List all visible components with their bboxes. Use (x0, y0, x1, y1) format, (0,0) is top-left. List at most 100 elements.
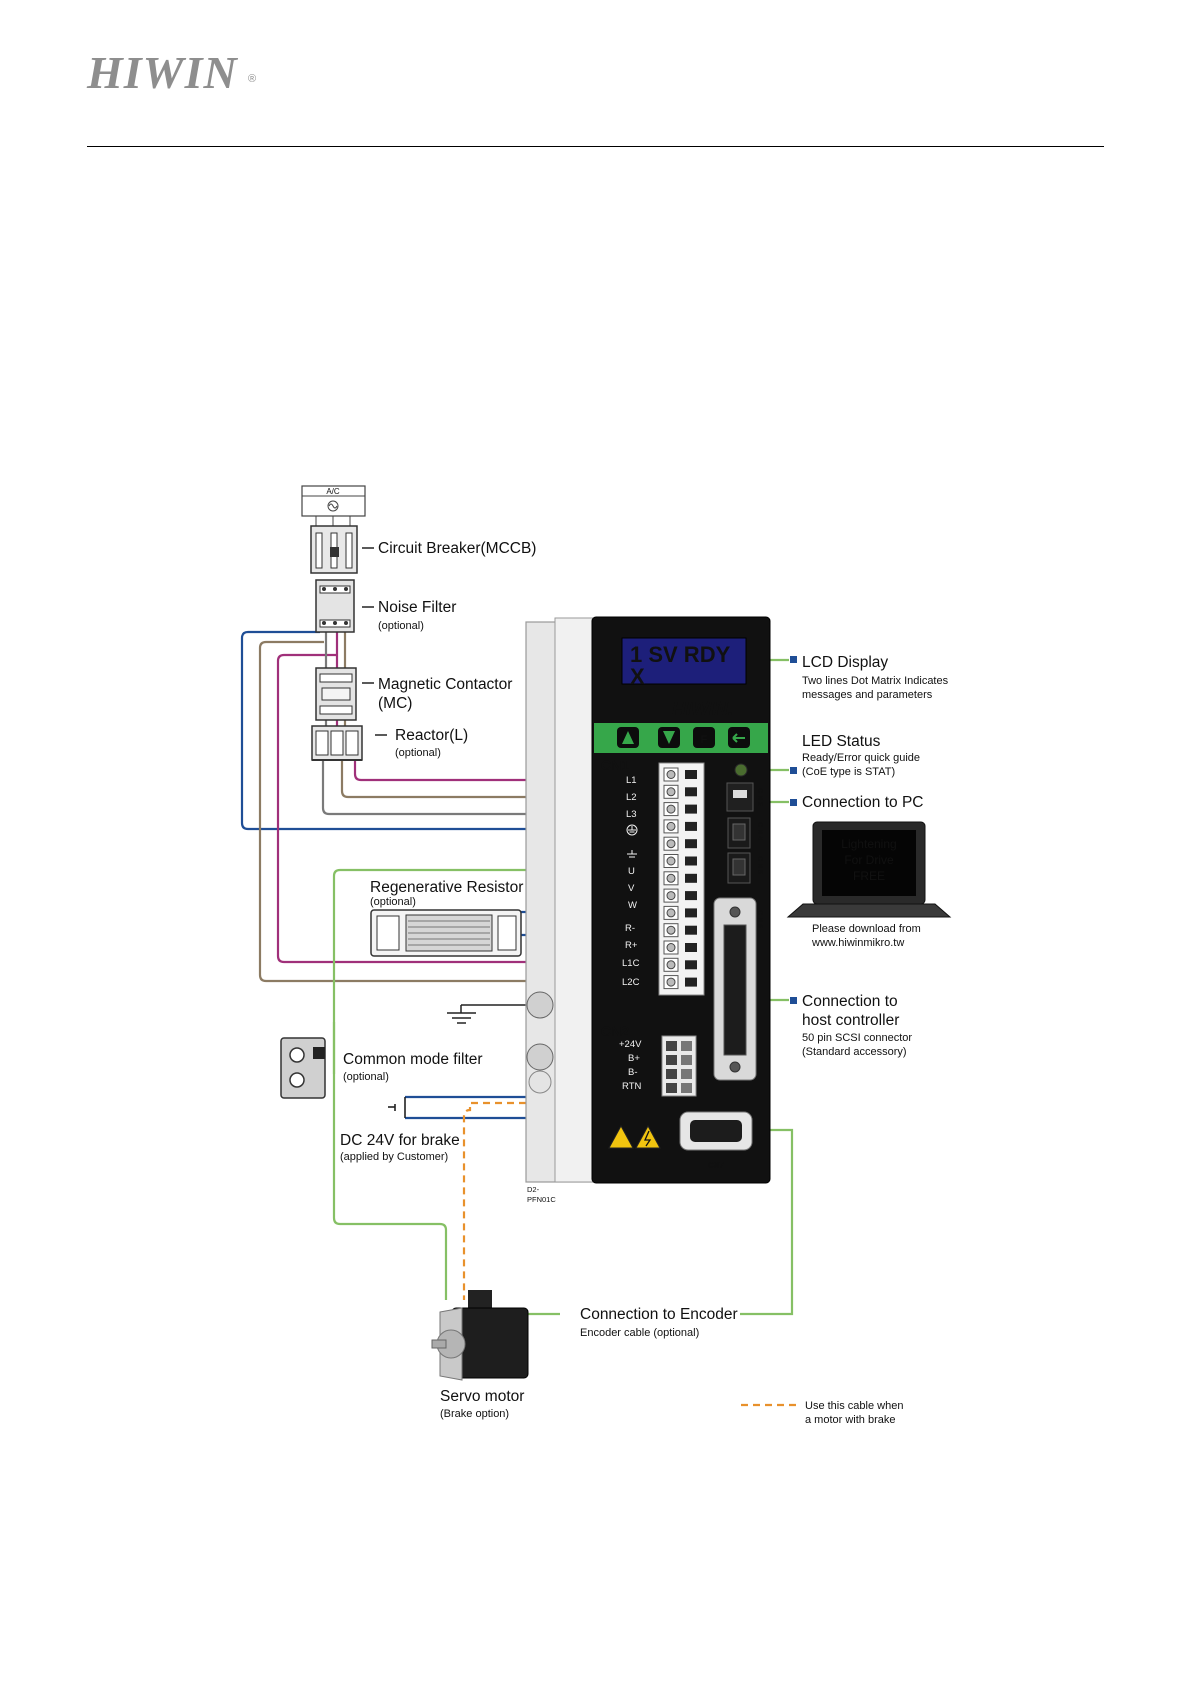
label-led-sub-2: (CoE type is STAT) (802, 766, 895, 778)
lcd-line-1: 1 SV RDY (630, 642, 731, 667)
cn2-hole (666, 1069, 677, 1079)
pin-rtn: RTN (622, 1081, 641, 1092)
label-regen-sub: (optional) (370, 896, 416, 908)
label-host-sub-1: 50 pin SCSI connector (802, 1032, 912, 1044)
cn1-screw (666, 787, 676, 797)
noise-filter-icon (315, 579, 355, 633)
reactor-icon (311, 725, 363, 761)
led-status-indicator (734, 763, 748, 777)
common-mode-filter-icon (280, 1037, 326, 1099)
cn1-wire-hole (685, 856, 697, 866)
label-noise-filter: Noise Filter (378, 599, 456, 616)
cn1-wire-hole (685, 925, 697, 935)
wire-l3 (321, 755, 612, 816)
pin-l2: L2 (626, 792, 637, 803)
regenerative-resistor-icon (370, 909, 522, 957)
ground-icon (447, 1004, 532, 1024)
pin-w: W (628, 900, 637, 911)
ac-source: A/C (301, 485, 366, 527)
cn1-wire-hole (685, 821, 697, 831)
wire-pe (240, 630, 612, 831)
label-lcd: LCD Display (802, 654, 888, 671)
cn2-hole (666, 1055, 677, 1065)
pin-l2c: L2C (622, 977, 640, 988)
cn6-label: C N 6 (756, 910, 763, 928)
cn1-screw (666, 821, 676, 831)
function-button[interactable] (693, 727, 715, 748)
ground-screw-2 (526, 1043, 554, 1071)
cn1-wire-hole (685, 908, 697, 918)
drive-brand: HIWIN. (672, 699, 733, 720)
hot-surface-warning-icon (608, 1124, 634, 1149)
pin-r-minus: R- (625, 923, 635, 934)
cn1-screw (666, 908, 676, 918)
cn1-terminal-block (663, 767, 697, 990)
wire-l1 (353, 755, 612, 782)
label-mccb: Circuit Breaker(MCCB) (378, 540, 536, 557)
function-icon: F (701, 734, 708, 746)
label-brake-legend-2: a motor with brake (805, 1414, 895, 1426)
label-dc24-sub: (applied by Customer) (340, 1151, 448, 1163)
cn1-screw (666, 873, 676, 883)
label-encoder: Connection to Encoder (580, 1306, 738, 1323)
label-reactor-sub: (optional) (395, 747, 441, 759)
cn2-label: CN2 (601, 1023, 629, 1039)
cn1-screw (666, 839, 676, 849)
lcd-line-2: X (630, 664, 645, 689)
fg-ground-icon (627, 850, 637, 858)
pin-24v: +24V (619, 1039, 642, 1050)
label-servo-sub: (Brake option) (440, 1408, 509, 1420)
cn1-screw (666, 804, 676, 814)
cn1-screw (666, 856, 676, 866)
cn2-latch (681, 1069, 692, 1079)
label-lcd-sub-2: messages and parameters (802, 689, 933, 701)
pin-b-minus: B- (628, 1067, 638, 1078)
up-arrow-icon (622, 731, 634, 744)
cn2-latch (681, 1083, 692, 1093)
laptop-icon: Lightening For Drive FREE (786, 821, 952, 918)
cn2-holes (666, 1041, 692, 1093)
cn1-screw (666, 925, 676, 935)
wire-l2c (258, 640, 612, 983)
label-servo: Servo motor (440, 1388, 524, 1405)
label-reactor: Reactor(L) (395, 727, 468, 744)
cn1-wire-hole (685, 977, 697, 987)
label-cm-filter: Common mode filter (343, 1051, 483, 1068)
label-pc: Connection to PC (802, 794, 924, 811)
cn2-pin-labels: +24V B+ B- RTN (619, 1039, 642, 1092)
cn1-screw (666, 943, 676, 952)
pin-l1: L1 (626, 775, 637, 786)
cn1-screw (666, 960, 676, 970)
pin-b-plus: B+ (628, 1053, 640, 1064)
label-led: LED Status (802, 733, 881, 750)
cn1-screw (666, 891, 676, 901)
pe-ground-icon (626, 824, 638, 836)
cn1-screw (666, 770, 676, 779)
hiwin-logo: HIWIN (87, 47, 238, 98)
label-noise-filter-sub: (optional) (378, 620, 424, 632)
cn4-label: C N 4 (756, 822, 763, 840)
cn2-hole (666, 1083, 677, 1093)
label-lcd-sub-1: Two lines Dot Matrix Indicates (802, 675, 949, 687)
pin-u: U (628, 866, 635, 877)
label-mc-2: (MC) (378, 695, 412, 712)
model-line-1: D2- (527, 1185, 540, 1194)
label-dc24: DC 24V for brake (340, 1132, 460, 1149)
cn1-wire-hole (685, 839, 697, 849)
cn2-latch (681, 1055, 692, 1065)
cn2-hole (666, 1041, 677, 1051)
svg-text:A/C: A/C (326, 487, 340, 496)
servo-motor-icon (431, 1290, 529, 1381)
label-regen: Regenerative Resistor (370, 879, 523, 896)
wire-l2 (340, 755, 612, 799)
cn1-wire-hole (685, 804, 697, 814)
label-encoder-sub: Encoder cable (optional) (580, 1327, 699, 1339)
cn1-screw (666, 977, 676, 987)
cn5-label: C N 5 (756, 856, 763, 874)
label-download-1: Please download from (812, 923, 921, 935)
servo-drive: 1 SV RDY X HIWIN. F CN1 L1 L2 L3 (525, 616, 771, 1184)
ground-screw-1 (526, 991, 554, 1019)
label-brake-legend-1: Use this cable when (805, 1400, 903, 1412)
wire-l1c (276, 653, 612, 964)
